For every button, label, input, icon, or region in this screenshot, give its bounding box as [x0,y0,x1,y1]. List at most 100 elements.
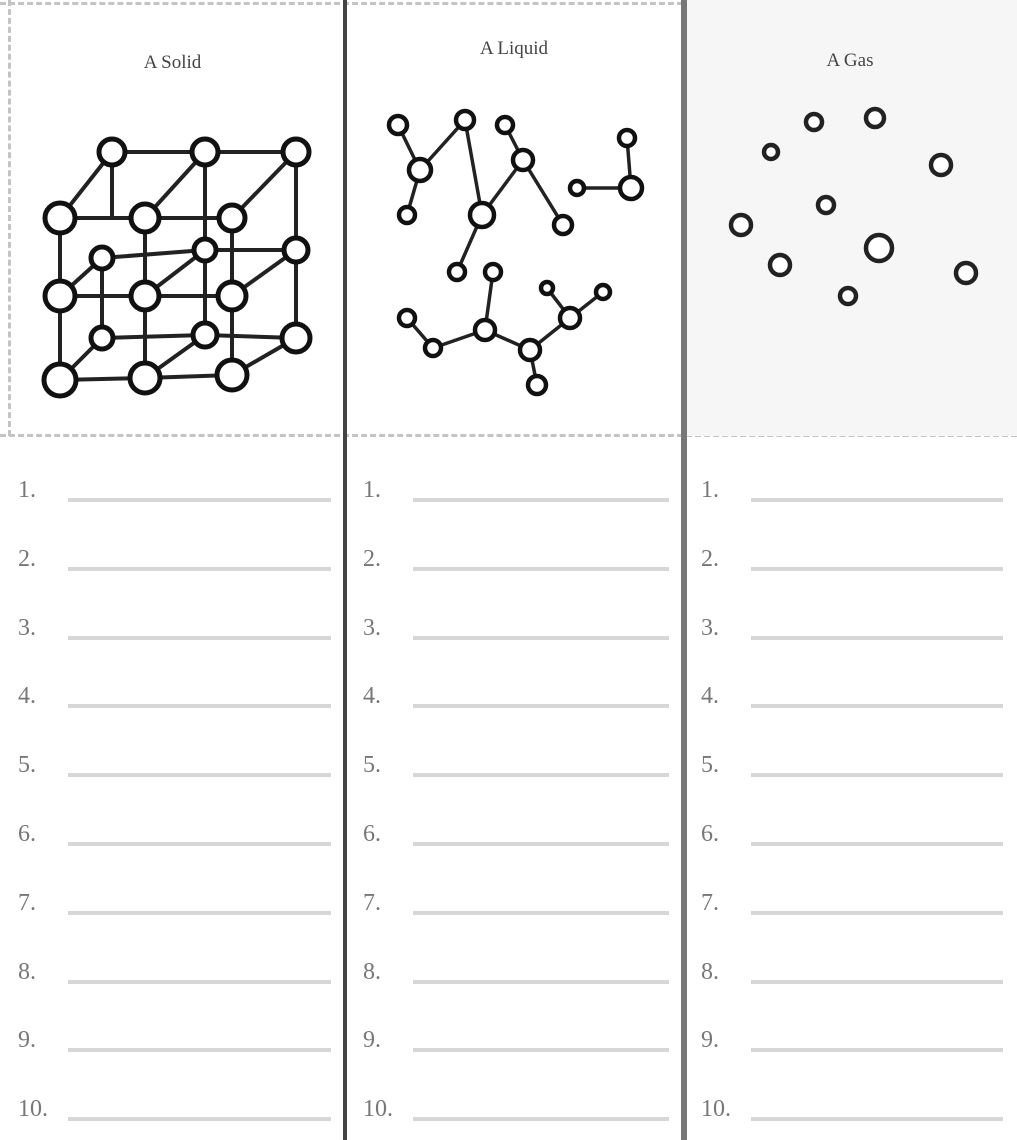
answer-row: 7. [345,877,683,927]
answer-line[interactable] [751,567,1003,571]
answer-row: 5. [345,739,683,789]
answer-line[interactable] [751,911,1003,915]
answer-row: 9. [683,1014,1017,1064]
answer-row: 10. [0,1083,345,1133]
row-number: 3. [18,615,36,642]
row-number: 8. [18,959,36,986]
answer-row: 6. [683,808,1017,858]
answer-row: 2. [0,533,345,583]
row-number: 10. [701,1096,731,1123]
answer-line[interactable] [413,636,669,640]
answer-row: 8. [683,946,1017,996]
row-number: 6. [363,821,381,848]
row-number: 4. [701,683,719,710]
row-number: 3. [363,615,381,642]
row-number: 10. [363,1096,393,1123]
answer-row: 5. [0,739,345,789]
answer-row: 10. [683,1083,1017,1133]
row-number: 8. [363,959,381,986]
answer-line[interactable] [68,842,331,846]
answer-row: 5. [683,739,1017,789]
row-number: 2. [701,546,719,573]
row-number: 6. [18,821,36,848]
row-number: 9. [363,1027,381,1054]
answer-row: 6. [345,808,683,858]
answer-line[interactable] [751,1117,1003,1121]
answer-line[interactable] [413,911,669,915]
column-gas: A Gas 1. 2. 3. 4. 5. 6. 7. 8. 9. 10. [683,0,1017,1140]
answer-line[interactable] [413,1117,669,1121]
column-liquid: A Liquid [345,0,683,1140]
row-number: 8. [701,959,719,986]
answer-line[interactable] [751,773,1003,777]
answer-row: 4. [683,670,1017,720]
liquid-particles-diagram [345,0,683,436]
row-number: 2. [363,546,381,573]
answer-line[interactable] [751,1048,1003,1052]
answer-line[interactable] [68,1048,331,1052]
answer-line[interactable] [751,980,1003,984]
answer-line[interactable] [413,773,669,777]
row-number: 9. [18,1027,36,1054]
column-divider-1 [343,0,347,1140]
column-divider-2 [681,0,687,1140]
answer-row: 2. [683,533,1017,583]
row-number: 10. [18,1096,48,1123]
answer-line[interactable] [68,980,331,984]
answer-line[interactable] [751,636,1003,640]
answer-row: 7. [0,877,345,927]
row-number: 5. [363,752,381,779]
answer-row: 1. [683,464,1017,514]
row-number: 7. [18,890,36,917]
answer-line[interactable] [68,704,331,708]
answer-line[interactable] [413,498,669,502]
answer-line[interactable] [413,704,669,708]
answer-row: 8. [345,946,683,996]
answer-line[interactable] [68,911,331,915]
row-number: 1. [701,477,719,504]
gas-picture-box: A Gas [683,0,1017,436]
answer-line[interactable] [68,636,331,640]
answer-row: 3. [0,602,345,652]
answer-row: 3. [683,602,1017,652]
answer-line[interactable] [413,842,669,846]
answer-row: 1. [345,464,683,514]
row-number: 9. [701,1027,719,1054]
solid-picture-box: A Solid [0,0,345,436]
answer-row: 6. [0,808,345,858]
answer-line[interactable] [68,773,331,777]
answer-line[interactable] [68,498,331,502]
answer-row: 3. [345,602,683,652]
row-number: 2. [18,546,36,573]
answer-line[interactable] [413,980,669,984]
answer-line[interactable] [751,498,1003,502]
row-number: 6. [701,821,719,848]
column-solid: A Solid [0,0,345,1140]
answer-row: 9. [345,1014,683,1064]
row-number: 1. [363,477,381,504]
row-number: 4. [363,683,381,710]
row-number: 7. [701,890,719,917]
answer-line[interactable] [413,567,669,571]
answer-row: 4. [345,670,683,720]
answer-row: 9. [0,1014,345,1064]
answer-row: 1. [0,464,345,514]
row-number: 5. [701,752,719,779]
answer-row: 7. [683,877,1017,927]
answer-row: 8. [0,946,345,996]
row-number: 1. [18,477,36,504]
answer-line[interactable] [68,567,331,571]
answer-line[interactable] [751,842,1003,846]
row-number: 5. [18,752,36,779]
row-number: 4. [18,683,36,710]
answer-row: 2. [345,533,683,583]
answer-line[interactable] [751,704,1003,708]
answer-row: 10. [345,1083,683,1133]
solid-lattice-diagram [0,0,345,436]
gas-particles-diagram [683,0,1017,436]
answer-line[interactable] [413,1048,669,1052]
answer-line[interactable] [68,1117,331,1121]
liquid-picture-box: A Liquid [345,0,683,436]
row-number: 7. [363,890,381,917]
